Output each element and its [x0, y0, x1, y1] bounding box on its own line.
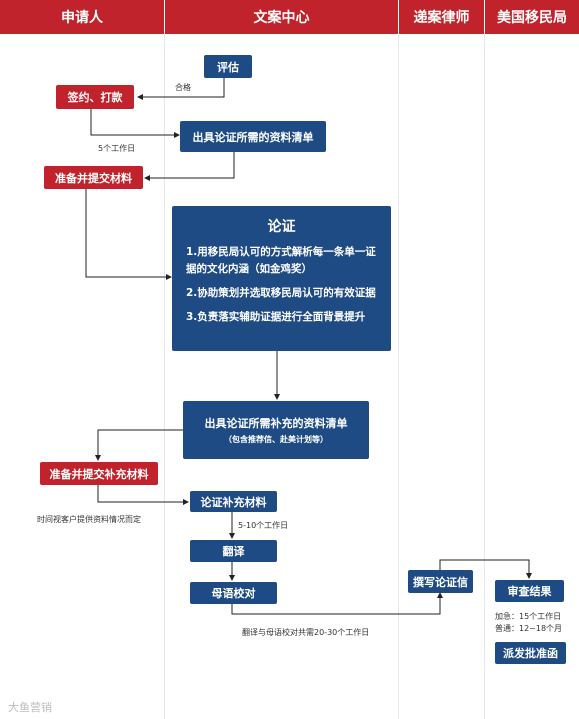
approval-step: 派发批准函: [495, 642, 566, 664]
connector-sign-to-doclist: [90, 109, 180, 138]
prepare-supplement-step: 准备并提交补充材料: [40, 462, 158, 485]
watermark: 大鱼营销: [8, 701, 52, 714]
lane-divider: [164, 34, 165, 719]
supplement-list-title: 出具论证所需补充的资料清单: [204, 417, 348, 430]
argument-point: 1.用移民局认可的方式解析每一条单一证据的文化内涵（如金鸡奖）: [186, 246, 376, 275]
connector-assess-to-sign: [137, 78, 225, 100]
argument-title: 论证: [267, 219, 296, 235]
lane-divider: [484, 34, 485, 719]
assess-step: 评估: [204, 55, 252, 78]
argument-point: 3.负责落实辅助证据进行全面背景提升: [186, 311, 366, 323]
time-note-label: 时间视客户提供资料情况而定: [37, 515, 141, 524]
connector-prepare-to-argument: [85, 189, 172, 280]
lane-header-copywriting-center: 文案中心: [165, 0, 398, 34]
qualified-label: 合格: [175, 83, 191, 92]
connector-doclist-to-prepare: [144, 152, 235, 181]
argument-step: 论证 1.用移民局认可的方式解析每一条单一证据的文化内涵（如金鸡奖） 2.协助策…: [172, 206, 391, 351]
five-ten-days-label: 5-10个工作日: [238, 521, 289, 530]
prepare-submit-step: 准备并提交材料: [44, 166, 143, 189]
connector-proofread-to-letter: [231, 592, 443, 615]
review-step: 审查结果: [495, 580, 564, 602]
normal-duration-label: 普通：12~18个月: [495, 624, 563, 633]
document-list-step: 出具论证所需的资料清单: [180, 121, 326, 152]
lane-header-filing-lawyer: 递案律师: [399, 0, 484, 34]
translate-step: 翻译: [190, 540, 277, 562]
argue-supplement-step: 论证补充材料: [190, 491, 277, 512]
lane-header-applicant: 申请人: [0, 0, 164, 34]
supplement-list-step: 出具论证所需补充的资料清单 （包含推荐信、赴美计划等）: [183, 401, 369, 459]
supplement-list-note: （包含推荐信、赴美计划等）: [224, 435, 328, 444]
five-days-label: 5个工作日: [98, 144, 136, 153]
proofread-step: 母语校对: [190, 582, 277, 604]
lane-divider: [398, 34, 399, 719]
lane-header-uscis: 美国移民局: [485, 0, 579, 34]
translate-proofread-duration-label: 翻译与母语校对共需20-30个工作日: [242, 628, 370, 637]
expedite-duration-label: 加急：15个工作日: [495, 612, 562, 621]
write-letter-step: 撰写论证信: [408, 570, 473, 593]
connector-letter-to-review: [439, 559, 532, 579]
connector-supplist-to-prepsupp: [95, 429, 183, 461]
sign-pay-step: 签约、打款: [56, 85, 134, 109]
argument-point: 2.协助策划并选取移民局认可的有效证据: [186, 287, 376, 299]
connector-prepsupp-to-arguesupp: [97, 485, 189, 505]
